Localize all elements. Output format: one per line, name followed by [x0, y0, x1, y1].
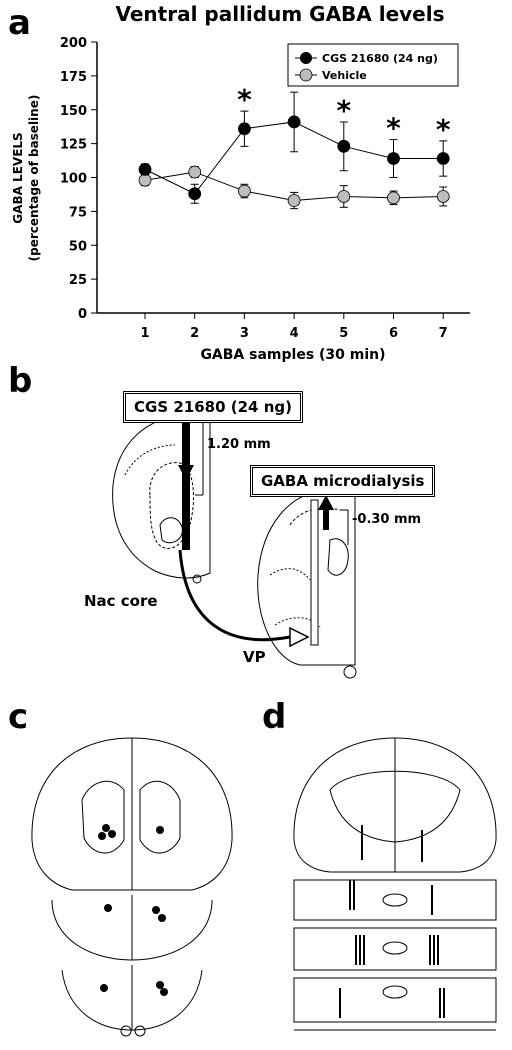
y-tick-label: 0 — [78, 307, 87, 322]
x-tick-label: 5 — [339, 326, 348, 341]
data-point — [436, 190, 450, 203]
data-point — [337, 190, 351, 203]
data-point — [138, 173, 152, 187]
data-point — [287, 115, 301, 129]
chart-title: Ventral pallidum GABA levels — [115, 2, 445, 26]
dialysis-label: GABA microdialysis — [250, 465, 436, 497]
y-tick-label: 175 — [60, 70, 87, 85]
x-tick-label: 4 — [290, 326, 299, 341]
legend: CGS 21680 (24 ng) Vehicle — [287, 43, 459, 87]
dialysis-probe — [310, 499, 319, 646]
data-point — [237, 122, 251, 136]
data-point — [436, 152, 450, 165]
data-point — [237, 184, 251, 198]
y-axis-label-line1: GABA LEVELS — [11, 132, 25, 223]
x-tick-label: 2 — [190, 326, 199, 341]
placement-dots-c — [98, 824, 168, 996]
significance-marker: * — [386, 112, 401, 145]
legend-label-vehicle: Vehicle — [322, 69, 367, 82]
x-axis-label: GABA samples (30 min) — [200, 347, 385, 363]
x-tick-label: 6 — [389, 326, 398, 341]
data-point — [188, 187, 202, 201]
series-layer — [138, 91, 450, 210]
placement-sections-d — [293, 737, 497, 1031]
panel-letter-d: d — [262, 697, 287, 737]
injection-label: CGS 21680 (24 ng) — [123, 391, 303, 423]
dialysis-arrow — [318, 495, 334, 530]
panel-letter-c: c — [8, 697, 29, 737]
significance-marker: * — [237, 83, 252, 116]
y-tick-label: 150 — [60, 104, 87, 119]
x-tick-label: 3 — [240, 326, 249, 341]
nac-brain-section — [112, 414, 211, 584]
x-tick-label: 7 — [439, 326, 448, 341]
data-point — [387, 152, 400, 165]
significance-marker: * — [436, 113, 451, 146]
y-axis-label-line2: (percentage of baseline) — [27, 95, 41, 262]
y-tick-label: 125 — [60, 138, 87, 153]
y-tick-label: 25 — [69, 273, 87, 288]
y-tick-label: 50 — [69, 239, 87, 254]
data-point — [287, 194, 301, 207]
legend-label-cgs: CGS 21680 (24 ng) — [322, 52, 438, 65]
legend-marker-vehicle — [299, 68, 313, 82]
region-vp: VP — [243, 648, 266, 666]
y-ticks: 0 25 50 75 100 125 150 175 200 — [60, 36, 97, 322]
data-point — [138, 162, 152, 176]
y-tick-label: 75 — [69, 205, 87, 220]
vp-brain-section — [257, 489, 357, 679]
data-point — [387, 191, 400, 205]
legend-marker-cgs — [300, 52, 312, 64]
x-tick-label: 1 — [140, 326, 149, 341]
data-point — [188, 165, 202, 179]
probe-tracks-d — [339, 825, 445, 1018]
panel-letter-b: b — [8, 361, 33, 401]
injection-depth: 1.20 mm — [207, 437, 271, 452]
projection-arrow — [178, 549, 291, 642]
panel-letter-a: a — [8, 3, 31, 43]
schematic-diagram — [112, 400, 357, 679]
region-nac-core: Nac core — [84, 592, 158, 610]
data-point — [337, 139, 351, 153]
y-tick-label: 200 — [60, 36, 87, 51]
dialysis-depth: -0.30 mm — [352, 512, 422, 527]
significance-marker: * — [336, 94, 351, 127]
y-tick-label: 100 — [60, 172, 87, 187]
x-ticks: 1 2 3 4 5 6 7 — [140, 313, 448, 341]
placement-sections-c — [31, 737, 233, 1037]
injection-arrow — [178, 405, 194, 480]
